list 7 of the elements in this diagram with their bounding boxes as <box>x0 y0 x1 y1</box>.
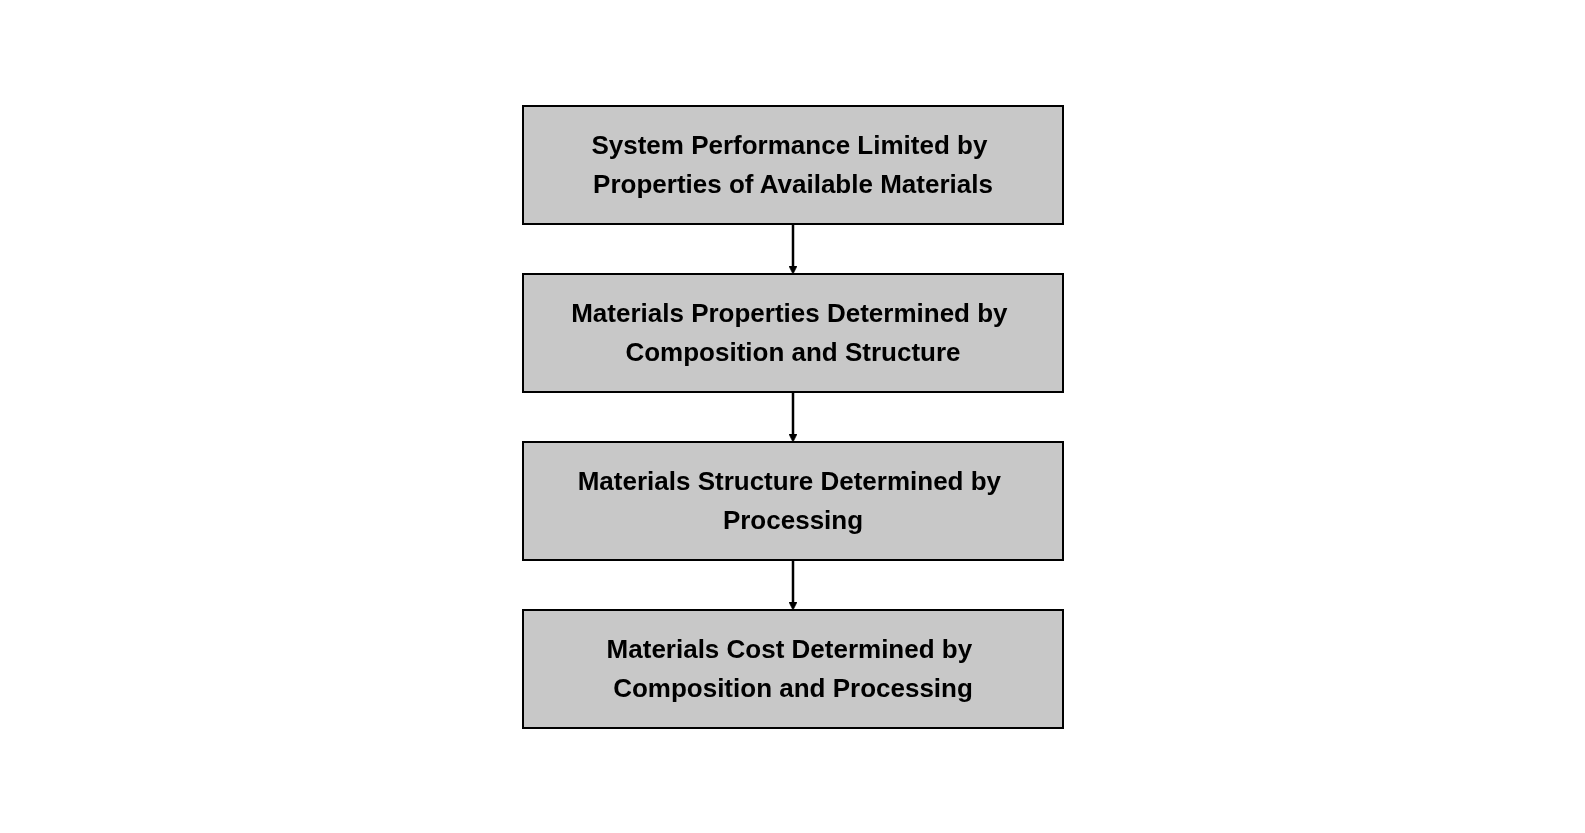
node-box: Materials Cost Determined by Composition and Processing <box>521 608 1064 729</box>
arrow <box>788 559 797 610</box>
arrow <box>788 223 797 274</box>
node-box: Materials Properties Determined by Composition and Structure <box>521 272 1064 393</box>
node-box: Materials Structure Determined by Processing <box>521 440 1064 561</box>
arrow <box>788 391 797 442</box>
node-box: System Performance Limited by Properties of Available Materials <box>521 104 1064 225</box>
